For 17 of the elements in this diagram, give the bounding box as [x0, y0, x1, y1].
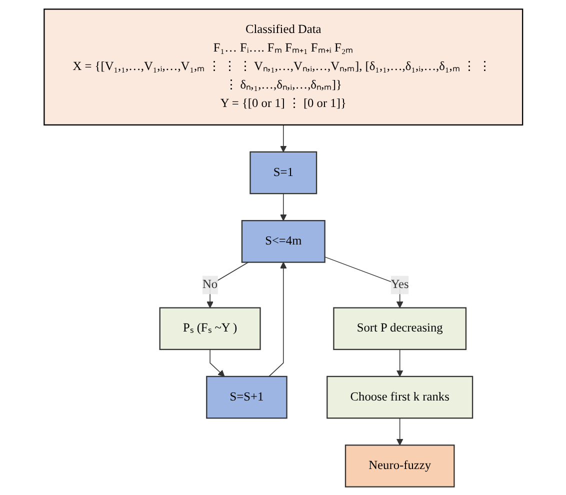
arrow [209, 348, 224, 376]
node-box: Neuro-fuzzy [344, 444, 454, 487]
node-box: Choose first k ranks [326, 375, 473, 418]
arrow [396, 417, 403, 445]
node-box: Sort P decreasing [332, 306, 466, 350]
edge-label: No [202, 278, 218, 291]
arrow [280, 124, 286, 152]
edge-label: Yes [390, 278, 408, 291]
arrow [324, 256, 403, 308]
node-box: S=S+1 [206, 375, 287, 418]
node-box: Classified Data F₁… Fᵢ…. Fₘ Fₘ₊₁ Fₘ₊ᵢ F₂ₘ X = {[V₁,₁,…,V₁,ᵢ,…,V₁,ₘ ⋮ ⋮ ⋮ Vₙ,₁,…,Vₙ,ᵢ,…,Vₙ,ₘ], [δ₁,₁,…,δ₁,ᵢ,…,δ₁,ₘ ⋮ ⋮ ⋮ δₙ,₁,…,δₙ,ᵢ,…,δₙ,ₘ]} Y = {[0 or 1] ⋮ [0 or 1]} [43, 8, 523, 125]
node-box: S=1 [249, 150, 317, 194]
arrow [396, 348, 403, 376]
arrow [280, 192, 286, 220]
arrow [268, 261, 286, 376]
node-box: Pₛ (Fₛ ~Y ) [158, 306, 260, 350]
node-box: S<=4m [240, 220, 325, 262]
